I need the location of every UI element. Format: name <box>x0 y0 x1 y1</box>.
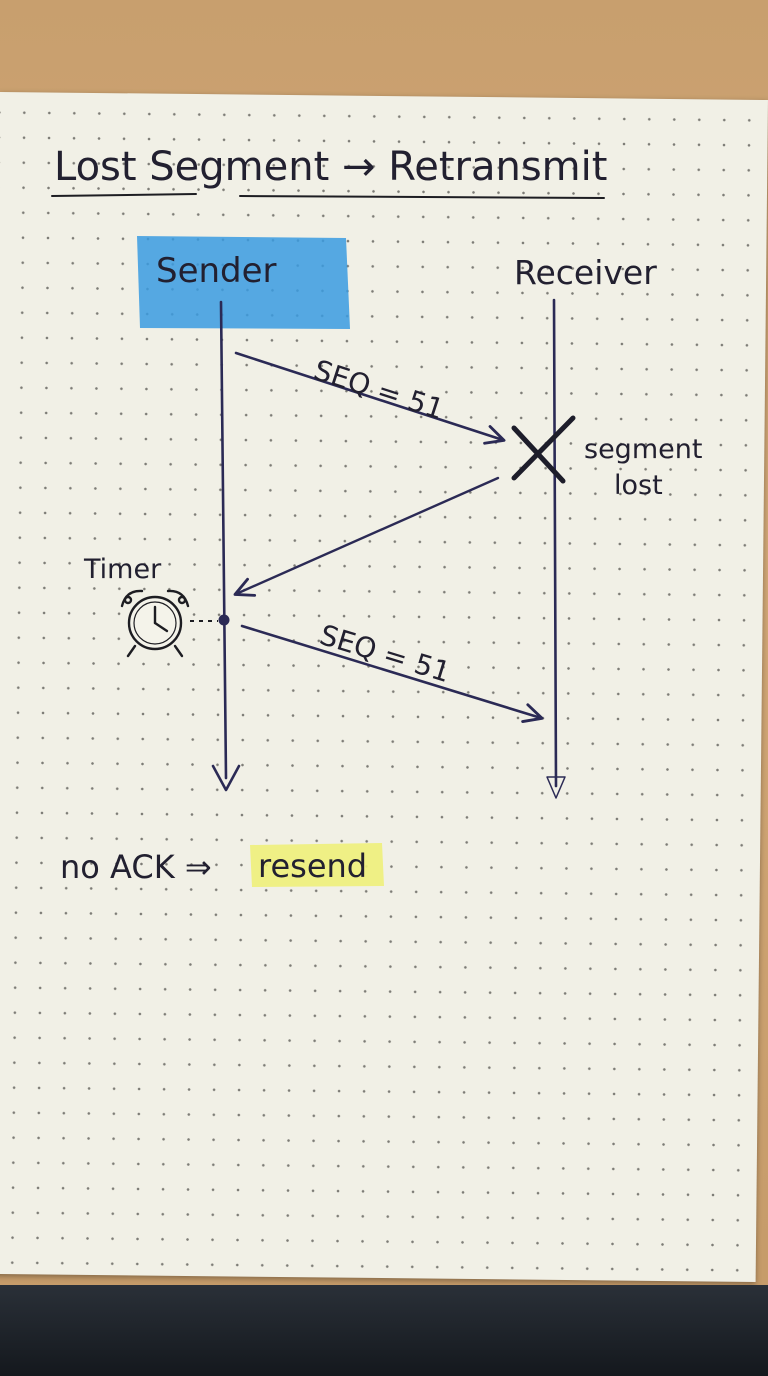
segment-arrow-lost <box>234 351 506 445</box>
title-underline-right <box>239 195 605 199</box>
segment-label-1: SEQ = 51 <box>310 353 448 426</box>
alarm-clock-icon <box>120 589 190 658</box>
receiver-lifeline <box>552 298 558 788</box>
receiver-lifeline-arrowhead <box>546 776 566 799</box>
segment-label-2: SEQ = 51 <box>316 618 454 689</box>
loss-note-line1: segment <box>584 434 702 465</box>
segment-arrow-retransmit <box>240 624 544 723</box>
desk-edge <box>0 1285 768 1376</box>
sender-label: Sender <box>156 251 277 291</box>
receiver-label: Receiver <box>514 253 657 292</box>
footer-prefix: no ACK ⇒ <box>60 848 212 886</box>
resend-highlight <box>250 843 384 887</box>
loss-note-line2: lost <box>614 470 663 501</box>
footer-highlight: resend <box>258 847 367 885</box>
timeout-arrow <box>233 476 500 597</box>
title-underline-left <box>51 193 197 197</box>
timer-label: Timer <box>83 554 162 585</box>
timeout-point <box>218 614 230 626</box>
sender-highlight <box>137 236 350 329</box>
sender-lifeline-arrowhead <box>211 764 241 792</box>
sender-lifeline <box>219 300 228 780</box>
diagram-title: Lost Segment → Retransmit <box>54 144 607 190</box>
x-mark-icon <box>511 415 576 484</box>
